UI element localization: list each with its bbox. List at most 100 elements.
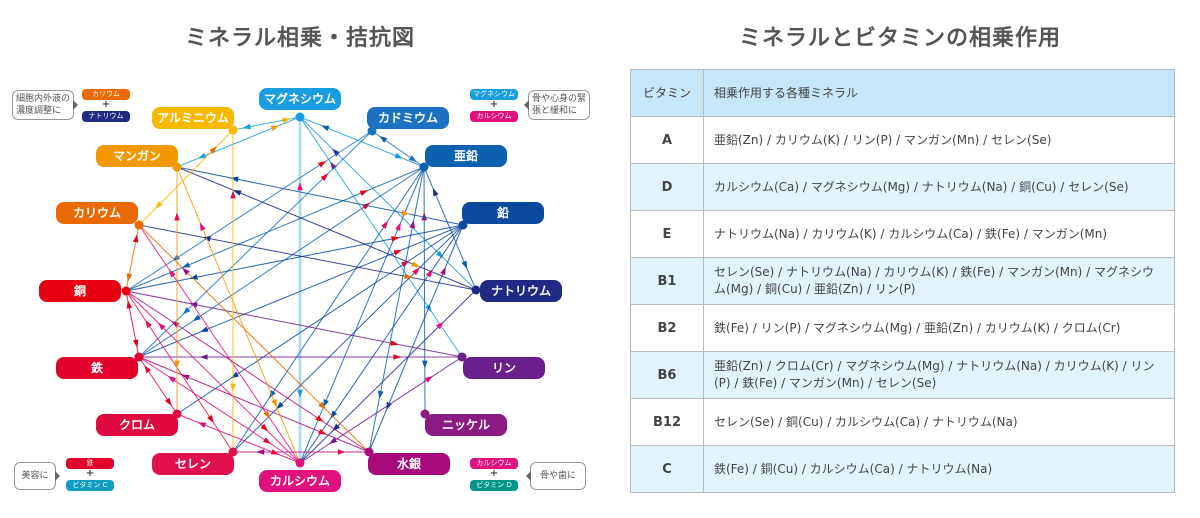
edge-na-ca <box>299 289 477 464</box>
arrowhead <box>200 326 209 333</box>
edge-mg-p <box>299 116 463 358</box>
pill-potassium: カリウム <box>82 89 130 100</box>
arrowhead <box>320 173 329 181</box>
edge-zn-fe <box>138 166 425 358</box>
arrowhead <box>242 123 251 130</box>
arrowhead <box>197 422 207 428</box>
mineral-network <box>121 112 481 468</box>
mineral-list: セレン(Se) / ナトリウム(Na) / カリウム(K) / 鉄(Fe) / … <box>703 257 1175 305</box>
arrowhead <box>145 319 152 329</box>
arrowhead <box>168 269 176 278</box>
vitamin-name: B6 <box>630 351 704 399</box>
arrowhead <box>315 415 324 423</box>
vitamin-name: E <box>630 210 704 258</box>
mineral-list: 亜鉛(Zn) / カリウム(K) / リン(P) / マンガン(Mn) / セレ… <box>703 116 1175 164</box>
arrowhead <box>424 376 433 383</box>
arrowhead <box>189 274 198 280</box>
node-dot-k <box>134 220 144 230</box>
arrowhead <box>318 428 327 435</box>
arrowhead <box>411 261 420 267</box>
arrowhead <box>199 354 208 360</box>
vitamin-name: D <box>630 163 704 211</box>
arrowhead <box>432 187 439 197</box>
node-mn: マンガン <box>96 145 178 167</box>
arrowhead <box>256 449 265 455</box>
arrowhead <box>271 399 277 408</box>
node-al: アルミニウム <box>152 107 234 129</box>
plus-sign: + <box>85 468 95 479</box>
arrowhead <box>132 234 139 243</box>
pill-iron: 鉄 <box>66 458 114 469</box>
arrowhead <box>359 190 369 196</box>
arrowhead <box>230 371 240 379</box>
mineral-list: 鉄(Fe) / リン(P) / マグネシウム(Mg) / 亜鉛(Zn) / カリ… <box>703 304 1175 352</box>
arrowhead <box>409 220 415 229</box>
arrowhead <box>154 201 163 209</box>
edge-cd-cu <box>125 130 373 292</box>
mineral-list: セレン(Se) / 銅(Cu) / カルシウム(Ca) / ナトリウム(Na) <box>703 398 1175 446</box>
arrowhead <box>181 374 190 381</box>
arrowhead <box>230 190 236 199</box>
edge-ca-cr <box>176 413 301 464</box>
plus-sign: + <box>489 468 499 479</box>
arrowhead <box>394 152 403 159</box>
arrowhead <box>323 399 329 408</box>
arrowhead <box>276 401 284 410</box>
arrowhead <box>381 220 389 229</box>
node-se: セレン <box>152 453 234 475</box>
node-dot-al <box>228 125 238 135</box>
arrowhead <box>337 449 346 455</box>
arrowhead <box>282 117 291 124</box>
diagram-title: ミネラル相乗・拮抗図 <box>184 26 415 51</box>
arrowhead <box>126 273 133 282</box>
edge-pb-cu <box>125 224 464 292</box>
pill-calcium: カルシウム <box>470 458 518 469</box>
edge-mn-ca <box>176 166 301 464</box>
arrowhead <box>182 267 190 276</box>
arrowhead <box>395 222 401 231</box>
edge-pb-hg <box>368 224 464 453</box>
arrowhead <box>318 401 326 410</box>
vitamin-name: C <box>630 445 704 493</box>
edge-ca-fe <box>138 356 301 464</box>
note-electrolyte: 細胞内外液の濃度調整に <box>12 90 78 120</box>
vitamin-name: B2 <box>630 304 704 352</box>
mineral-list: 亜鉛(Zn) / クロム(Cr) / マグネシウム(Mg) / ナトリウム(Na… <box>703 351 1175 399</box>
pill-vitamin-d: ビタミン D <box>470 480 518 491</box>
arrowhead <box>270 125 280 132</box>
arrowhead <box>391 236 400 242</box>
edge-pb-cr <box>176 224 464 415</box>
arrowhead <box>317 160 327 168</box>
node-pb: 鉛 <box>462 202 544 224</box>
header-minerals: 相乗作用する各種ミネラル <box>703 69 1175 117</box>
edge-ca-cu <box>125 290 301 464</box>
edge-zn-cu <box>125 166 425 292</box>
arrowhead <box>164 397 172 406</box>
edge-zn-na <box>423 166 477 291</box>
arrowhead <box>435 321 444 330</box>
edge-al-k <box>138 129 234 226</box>
arrowhead <box>461 260 468 270</box>
arrowhead <box>401 209 410 216</box>
plus-sign: + <box>489 99 499 110</box>
arrowhead <box>200 222 206 231</box>
arrowhead <box>167 376 177 383</box>
note-bone-tension: 骨や心身の緊張と緩和に <box>524 90 590 120</box>
node-cu: 銅 <box>39 280 121 302</box>
arrowhead <box>233 190 242 196</box>
arrowhead <box>440 266 446 276</box>
arrowhead <box>330 161 337 170</box>
arrowhead <box>126 300 133 309</box>
arrowhead <box>390 340 399 346</box>
node-dot-cu <box>121 286 131 296</box>
arrowhead <box>174 212 180 221</box>
mineral-list: 鉄(Fe) / 銅(Cu) / カルシウム(Ca) / ナトリウム(Na) <box>703 445 1175 493</box>
node-dot-na <box>471 285 481 295</box>
edge-pb-ca <box>299 224 464 464</box>
